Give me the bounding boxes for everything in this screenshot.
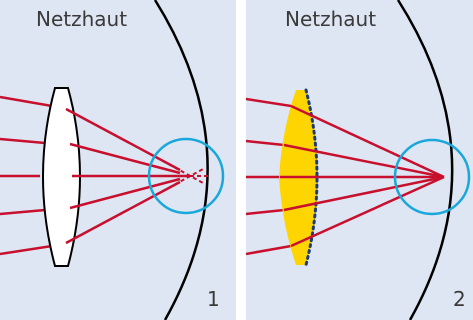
incoming-rays [0, 95, 53, 256]
panel-2: Netzhaut 2 [246, 0, 473, 320]
panel-2-diagram [246, 0, 473, 320]
panel-1: Netzhaut 1 [0, 0, 236, 320]
panel-title: Netzhaut [36, 7, 128, 31]
refracted-rays [65, 107, 190, 245]
dashed-ray-extension [149, 153, 208, 199]
panel-number: 2 [453, 287, 466, 311]
retina-curve [396, 0, 454, 320]
retina-curve [153, 0, 209, 320]
panel-1-diagram [0, 0, 236, 320]
incoming-rays [246, 97, 292, 256]
dotted-lens-outline [304, 88, 319, 267]
focus-circle [147, 137, 225, 215]
panel-1-background [0, 0, 236, 320]
panel-number: 1 [207, 287, 220, 311]
refracted-rays [280, 104, 445, 248]
panel-title: Netzhaut [285, 7, 377, 31]
biconvex-lens-icon [42, 87, 81, 267]
focus-circle [393, 138, 471, 216]
